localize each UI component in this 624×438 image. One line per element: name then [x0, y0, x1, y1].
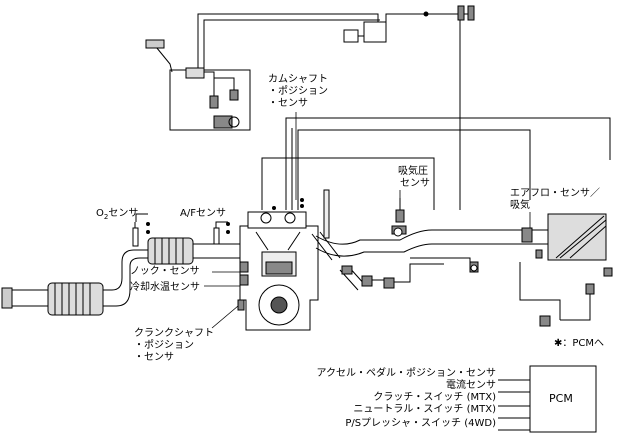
pcm-wiring: [498, 365, 597, 433]
pcm-box: [529, 365, 597, 433]
cam-sensor-label: カムシャフト ・ポジション ・センサ: [268, 74, 328, 109]
leader-lines: [204, 112, 531, 329]
map-sensor-label: 吸気圧 センサ: [398, 166, 430, 189]
af-sensor-label: A/Fセンサ: [180, 208, 226, 219]
knock-sensor-label: ノック・センサ: [130, 266, 200, 277]
coolant-sensor-label: 冷却水温センサ: [130, 282, 200, 293]
catalytic-converter: [147, 237, 194, 265]
airflow-sensor: [521, 227, 533, 243]
map-sensor: [395, 209, 405, 223]
af-sensor: [213, 221, 230, 245]
fuel-system: [145, 5, 475, 210]
exhaust-system: [1, 237, 240, 316]
o2-sensor-label: O2センサ: [96, 208, 139, 221]
input-accel-pedal: アクセル・ペダル・ポジション・センサ: [316, 368, 497, 379]
o2-sensor: [132, 213, 150, 247]
pcm-note: ✱：PCMへ: [554, 338, 605, 349]
pcm-label: PCM: [549, 392, 573, 405]
input-neutral-switch: ニュートラル・スイッチ (MTX): [353, 404, 496, 415]
crank-sensor-label: クランクシャフト ・ポジション ・センサ: [134, 328, 214, 363]
intake-system: [311, 198, 613, 327]
engine: [237, 117, 611, 331]
input-current-sensor: 電流センサ: [446, 380, 496, 391]
air-cleaner: [547, 213, 607, 261]
input-ps-pressure-switch: P/Sプレッシャ・スイッチ (4WD): [345, 418, 496, 429]
airflow-sensor-label: エアフロ・センサ／ 吸気: [510, 188, 600, 211]
input-clutch-switch: クラッチ・スイッチ (MTX): [373, 392, 496, 403]
